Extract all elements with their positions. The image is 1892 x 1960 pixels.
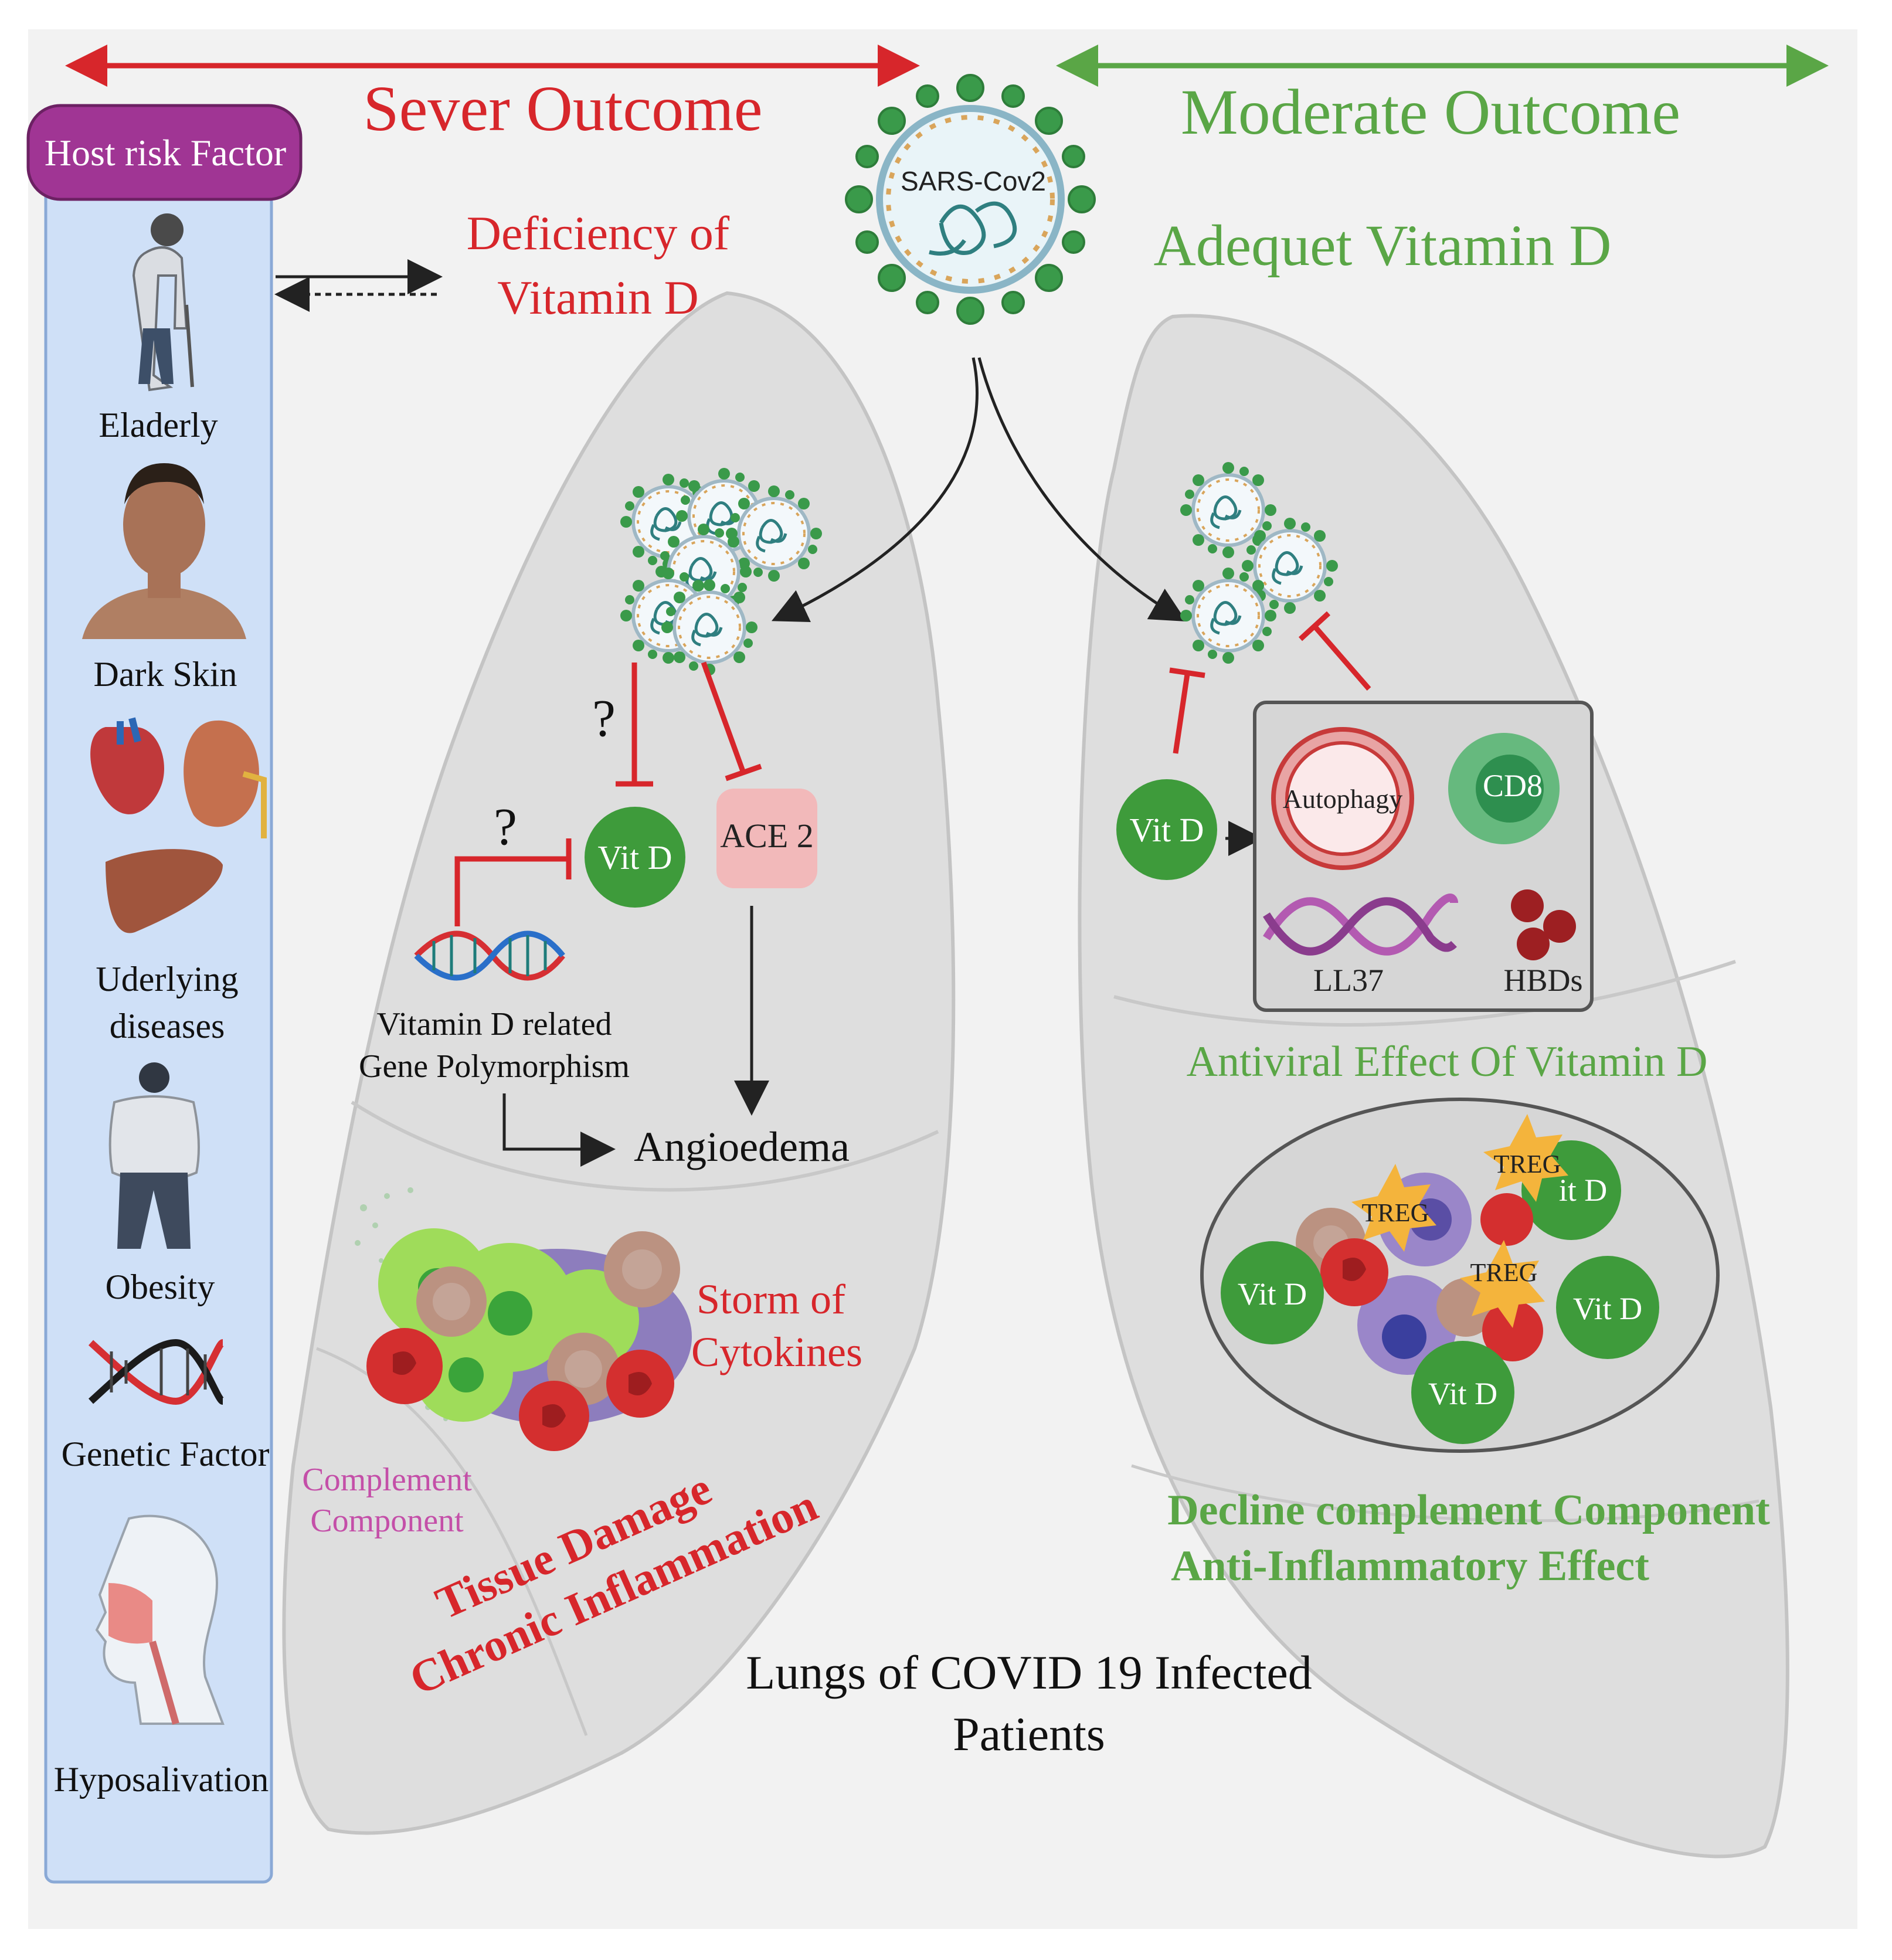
treg-label-3: TREG [1470,1258,1538,1287]
dna-icon [88,1339,225,1405]
deficiency-label-2: Vitamin D [497,271,699,324]
deficiency-label-1: Deficiency of [467,206,730,260]
ll37-label: LL37 [1313,963,1384,998]
vitd-cell-label-2: Vit D [1573,1291,1642,1326]
decline-complement-label: Decline complement Component [1167,1486,1770,1534]
factor-label-dark-skin: Dark Skin [94,655,237,694]
factor-label-elderly: Eladerly [98,406,218,444]
obese-person-icon [108,1062,200,1249]
virus-label: SARS-Cov2 [901,166,1046,196]
hbds-label: HBDs [1503,963,1582,998]
vitd-inhibit-virus-line [1173,674,1190,754]
storm-label-2: Cytokines [691,1329,862,1375]
elderly-person-icon [132,213,194,392]
right-lung-shape [1078,314,1789,1859]
vitd-label-right: Vit D [1129,811,1204,849]
autophagy-icon [1271,727,1414,870]
gene-inhibit-vitd-line [454,856,568,926]
ll37-peptide-icon [1263,894,1458,956]
host-risk-header-pill [26,104,303,201]
vitd-circle-right [1116,779,1217,880]
inhibit-ace2-line [701,661,746,774]
caption-line-2: Patients [953,1707,1105,1761]
treg-label-1: TREG [1362,1198,1429,1227]
vitd-cell-label-3: Vit D [1428,1376,1497,1411]
ace2-label: ACE 2 [720,817,814,855]
storm-label-1: Storm of [697,1276,845,1323]
caption-line-1: Lungs of COVID 19 Infected [746,1646,1312,1699]
left-lung-shape [282,291,956,1835]
organs-icon [90,717,267,933]
immune-cells-cluster-icon [1221,1114,1659,1444]
factor-label-underlying-2: diseases [110,1007,225,1045]
factor-label-genetic: Genetic Factor [62,1435,270,1473]
dark-skin-person-icon [82,463,246,639]
complement-label-1: Complement [302,1462,472,1498]
factor-label-underlying-1: Uderlying [96,960,238,998]
question-mark-upper: ? [592,689,616,748]
host-risk-title: Host risk Factor [45,132,286,174]
head-profile-icon [95,1514,225,1725]
box-inhibit-virus-bar [1298,611,1331,641]
angioedema-label: Angioedema [634,1123,850,1170]
vitd-circle-left [585,807,685,908]
cd8-label: CD8 [1483,768,1543,803]
cd8-cell-icon [1448,733,1560,844]
virus-to-left-lung-arrow [771,357,979,623]
complement-label-2: Component [310,1503,464,1539]
cytokine-storm-cells-icon [355,1187,692,1451]
severe-outcome-title: Sever Outcome [363,73,762,144]
question-mark-lower: ? [494,798,517,856]
vitd-label-left: Vit D [597,838,672,877]
anti-inflammatory-label: Anti-Inflammatory Effect [1171,1542,1649,1590]
autophagy-label: Autophagy [1283,784,1402,814]
box-inhibit-virus-line [1312,624,1371,691]
moderate-outcome-title: Moderate Outcome [1181,76,1680,148]
virus-to-right-lung-arrow [977,357,1187,621]
gene-label-1: Vitamin D related [377,1006,612,1042]
gene-to-angioedema-arrow [502,1093,616,1167]
left-lung-fissure [351,1100,939,1192]
ace2-box [716,789,817,888]
vitd-partial-label: it D [1559,1173,1608,1208]
sars-cov2-virus-icon [845,74,1096,325]
gene-polymorphism-dna-icon [414,930,565,981]
hbds-icon [1511,889,1576,960]
adequate-vitd-label: Adequet Vitamin D [1154,213,1612,278]
vitd-inhibit-virus-bar [1169,667,1205,678]
gene-label-2: Gene Polymorphism [359,1048,630,1085]
treg-label-2: TREG [1494,1150,1561,1178]
right-lung-lower-fissure [1131,1464,1759,1523]
factor-label-hyposalivation: Hyposalivation [54,1760,269,1799]
right-lung-fissure [1113,960,1736,1027]
inhibit-ace2-bar [725,763,762,782]
vitd-cell-label-1: Vit D [1238,1276,1307,1312]
antiviral-effect-label: Antiviral Effect Of Vitamin D [1187,1038,1708,1086]
factor-label-obesity: Obesity [106,1268,215,1306]
